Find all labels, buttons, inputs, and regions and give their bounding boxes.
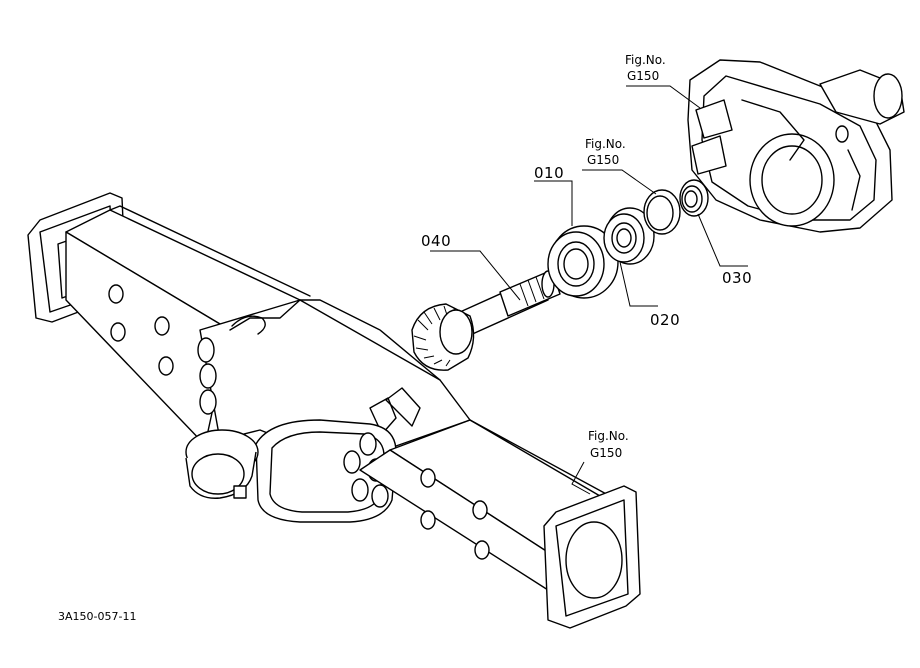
snap-ring — [643, 189, 681, 235]
fig-ref-axle-line2: G150 — [590, 446, 622, 460]
callout-020: 020 — [650, 311, 680, 329]
fig-ref-snap-ring-line1: Fig.No. — [585, 137, 626, 151]
fig-ref-gear-case-line1: Fig.No. — [625, 53, 666, 67]
leader-010 — [534, 180, 573, 226]
bearing-010 — [547, 225, 619, 299]
leader-fig-axle — [571, 461, 591, 495]
oil-seal-030 — [679, 179, 709, 217]
fig-ref-axle-line1: Fig.No. — [588, 429, 629, 443]
leader-fig-gear-case — [626, 85, 701, 109]
drawing-code: 3A150-057-11 — [58, 610, 136, 623]
callout-040: 040 — [421, 232, 451, 250]
leader-040 — [430, 250, 521, 301]
bevel-pinion-shaft-040 — [411, 269, 561, 371]
leader-020 — [619, 261, 658, 307]
bearing-020 — [603, 207, 655, 265]
fig-ref-gear-case-line2: G150 — [627, 69, 659, 83]
axle-case — [27, 192, 641, 629]
leader-030 — [697, 213, 748, 267]
callout-010: 010 — [534, 164, 564, 182]
callout-030: 030 — [722, 269, 752, 287]
fig-ref-snap-ring-line2: G150 — [587, 153, 619, 167]
labels: Fig.No. G150 Fig.No. G150 Fig.No. G150 0… — [58, 53, 752, 623]
gear-case — [687, 59, 905, 233]
leader-fig-snap-ring — [582, 169, 657, 195]
leader-lines — [430, 85, 748, 495]
